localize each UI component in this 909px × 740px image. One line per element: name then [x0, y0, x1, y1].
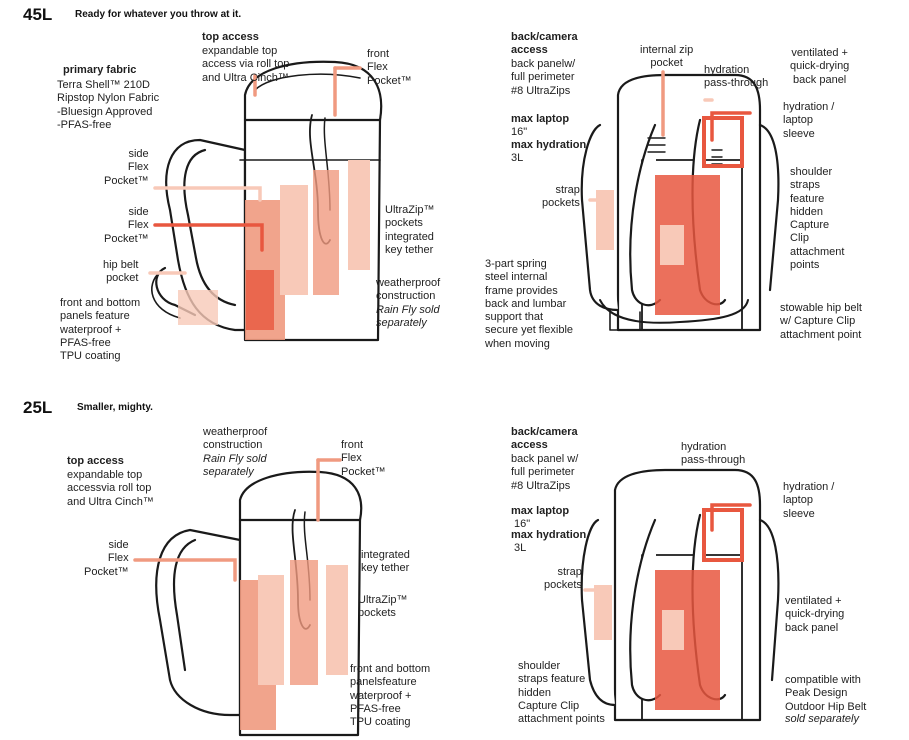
ventilated-back-panel: ventilated + quick-drying back panel	[790, 47, 850, 86]
front-flex-pocket-25: front Flex Pocket™	[341, 439, 386, 478]
hydration-pass-through-25: hydration pass-through	[681, 441, 746, 467]
section-25l-tagline: Smaller, mighty.	[77, 402, 153, 413]
max-laptop-value: 16"	[511, 126, 528, 138]
max-laptop-title: max laptop	[511, 113, 570, 125]
strap-pockets: strap pockets	[542, 184, 580, 210]
ultrazip-pockets-25: UltraZip™ pockets	[358, 594, 408, 620]
max-laptop-title-25: max laptop	[511, 505, 570, 517]
ventilated-back-panel-25: ventilated + quick-drying back panel	[785, 595, 845, 634]
integrated-key-tether-25: integrated key tether	[361, 549, 410, 575]
top-access-title: top access	[202, 31, 259, 43]
hip-belt-sold-separately-25: sold separately	[785, 713, 859, 725]
section-45l-size: 45L	[23, 5, 53, 24]
hip-belt-compatible-25: compatible with Peak Design Outdoor Hip …	[785, 674, 867, 713]
hydration-laptop-sleeve-25: hydration / laptop sleeve	[783, 481, 835, 520]
front-flex-pocket: front Flex Pocket™	[367, 48, 412, 87]
hip-belt-pocket: hip belt pocket	[103, 259, 139, 285]
panels-25l-back	[594, 508, 744, 710]
top-access-body: expandable top access via roll top and U…	[202, 45, 290, 84]
back-access-title: back/camera access	[511, 31, 578, 57]
front-bottom-panels-25: front and bottom panelsfeature waterproo…	[350, 663, 431, 729]
max-hydration-value: 3L	[511, 152, 524, 164]
max-hydration-title: max hydration	[511, 139, 587, 151]
back-access-title-25: back/camera access	[511, 426, 578, 452]
primary-fabric-body: Terra Shell™ 210D Ripstop Nylon Fabric -…	[57, 79, 160, 131]
hydration-pass-through: hydration pass-through	[704, 64, 769, 90]
back-access-body: back panelw/ full perimeter #8 UltraZips	[511, 58, 576, 97]
ultrazip-pockets: UltraZip™ pockets integrated key tether	[385, 204, 435, 256]
spring-steel-frame: 3-part spring steel internal frame provi…	[485, 258, 574, 350]
panels-45l-back	[596, 116, 744, 315]
max-laptop-value-25: 16"	[514, 518, 531, 530]
leader-lines	[133, 66, 752, 592]
back-access-body-25: back panel w/ full perimeter #8 UltraZip…	[511, 453, 579, 492]
side-flex-pocket-2: side Flex Pocket™	[104, 206, 149, 245]
top-access-body-25: expandable top accessvia roll top and Ul…	[67, 469, 154, 508]
hydration-laptop-sleeve: hydration / laptop sleeve	[783, 101, 835, 140]
rain-fly-note-25: Rain Fly sold separately	[203, 453, 267, 479]
stowable-hip-belt: stowable hip belt w/ Capture Clip attach…	[780, 302, 862, 341]
shoulder-straps-capture-clip-25: shoulder straps feature hidden Capture C…	[518, 660, 605, 726]
max-hydration-value-25: 3L	[514, 542, 527, 554]
internal-zip-pocket: internal zip pocket	[640, 44, 694, 70]
section-45l-tagline: Ready for whatever you throw at it.	[75, 9, 242, 20]
weatherproof-construction-25: weatherproof construction	[203, 426, 268, 452]
max-hydration-title-25: max hydration	[511, 529, 587, 541]
shoulder-straps-capture-clip: shoulder straps feature hidden Capture C…	[790, 166, 845, 272]
rain-fly-note: Rain Fly sold separately	[376, 304, 440, 330]
side-flex-pocket-25: side Flex Pocket™	[84, 539, 129, 578]
side-flex-pocket-1: side Flex Pocket™	[104, 148, 149, 187]
front-bottom-panels: front and bottom panels feature waterpro…	[60, 297, 141, 363]
strap-pockets-25: strap pockets	[544, 566, 582, 592]
weatherproof-construction: weatherproof construction	[376, 277, 441, 303]
top-access-title-25: top access	[67, 455, 124, 467]
section-25l-size: 25L	[23, 398, 53, 417]
primary-fabric-title: primary fabric	[63, 64, 137, 76]
panels-25l-front	[240, 560, 348, 730]
